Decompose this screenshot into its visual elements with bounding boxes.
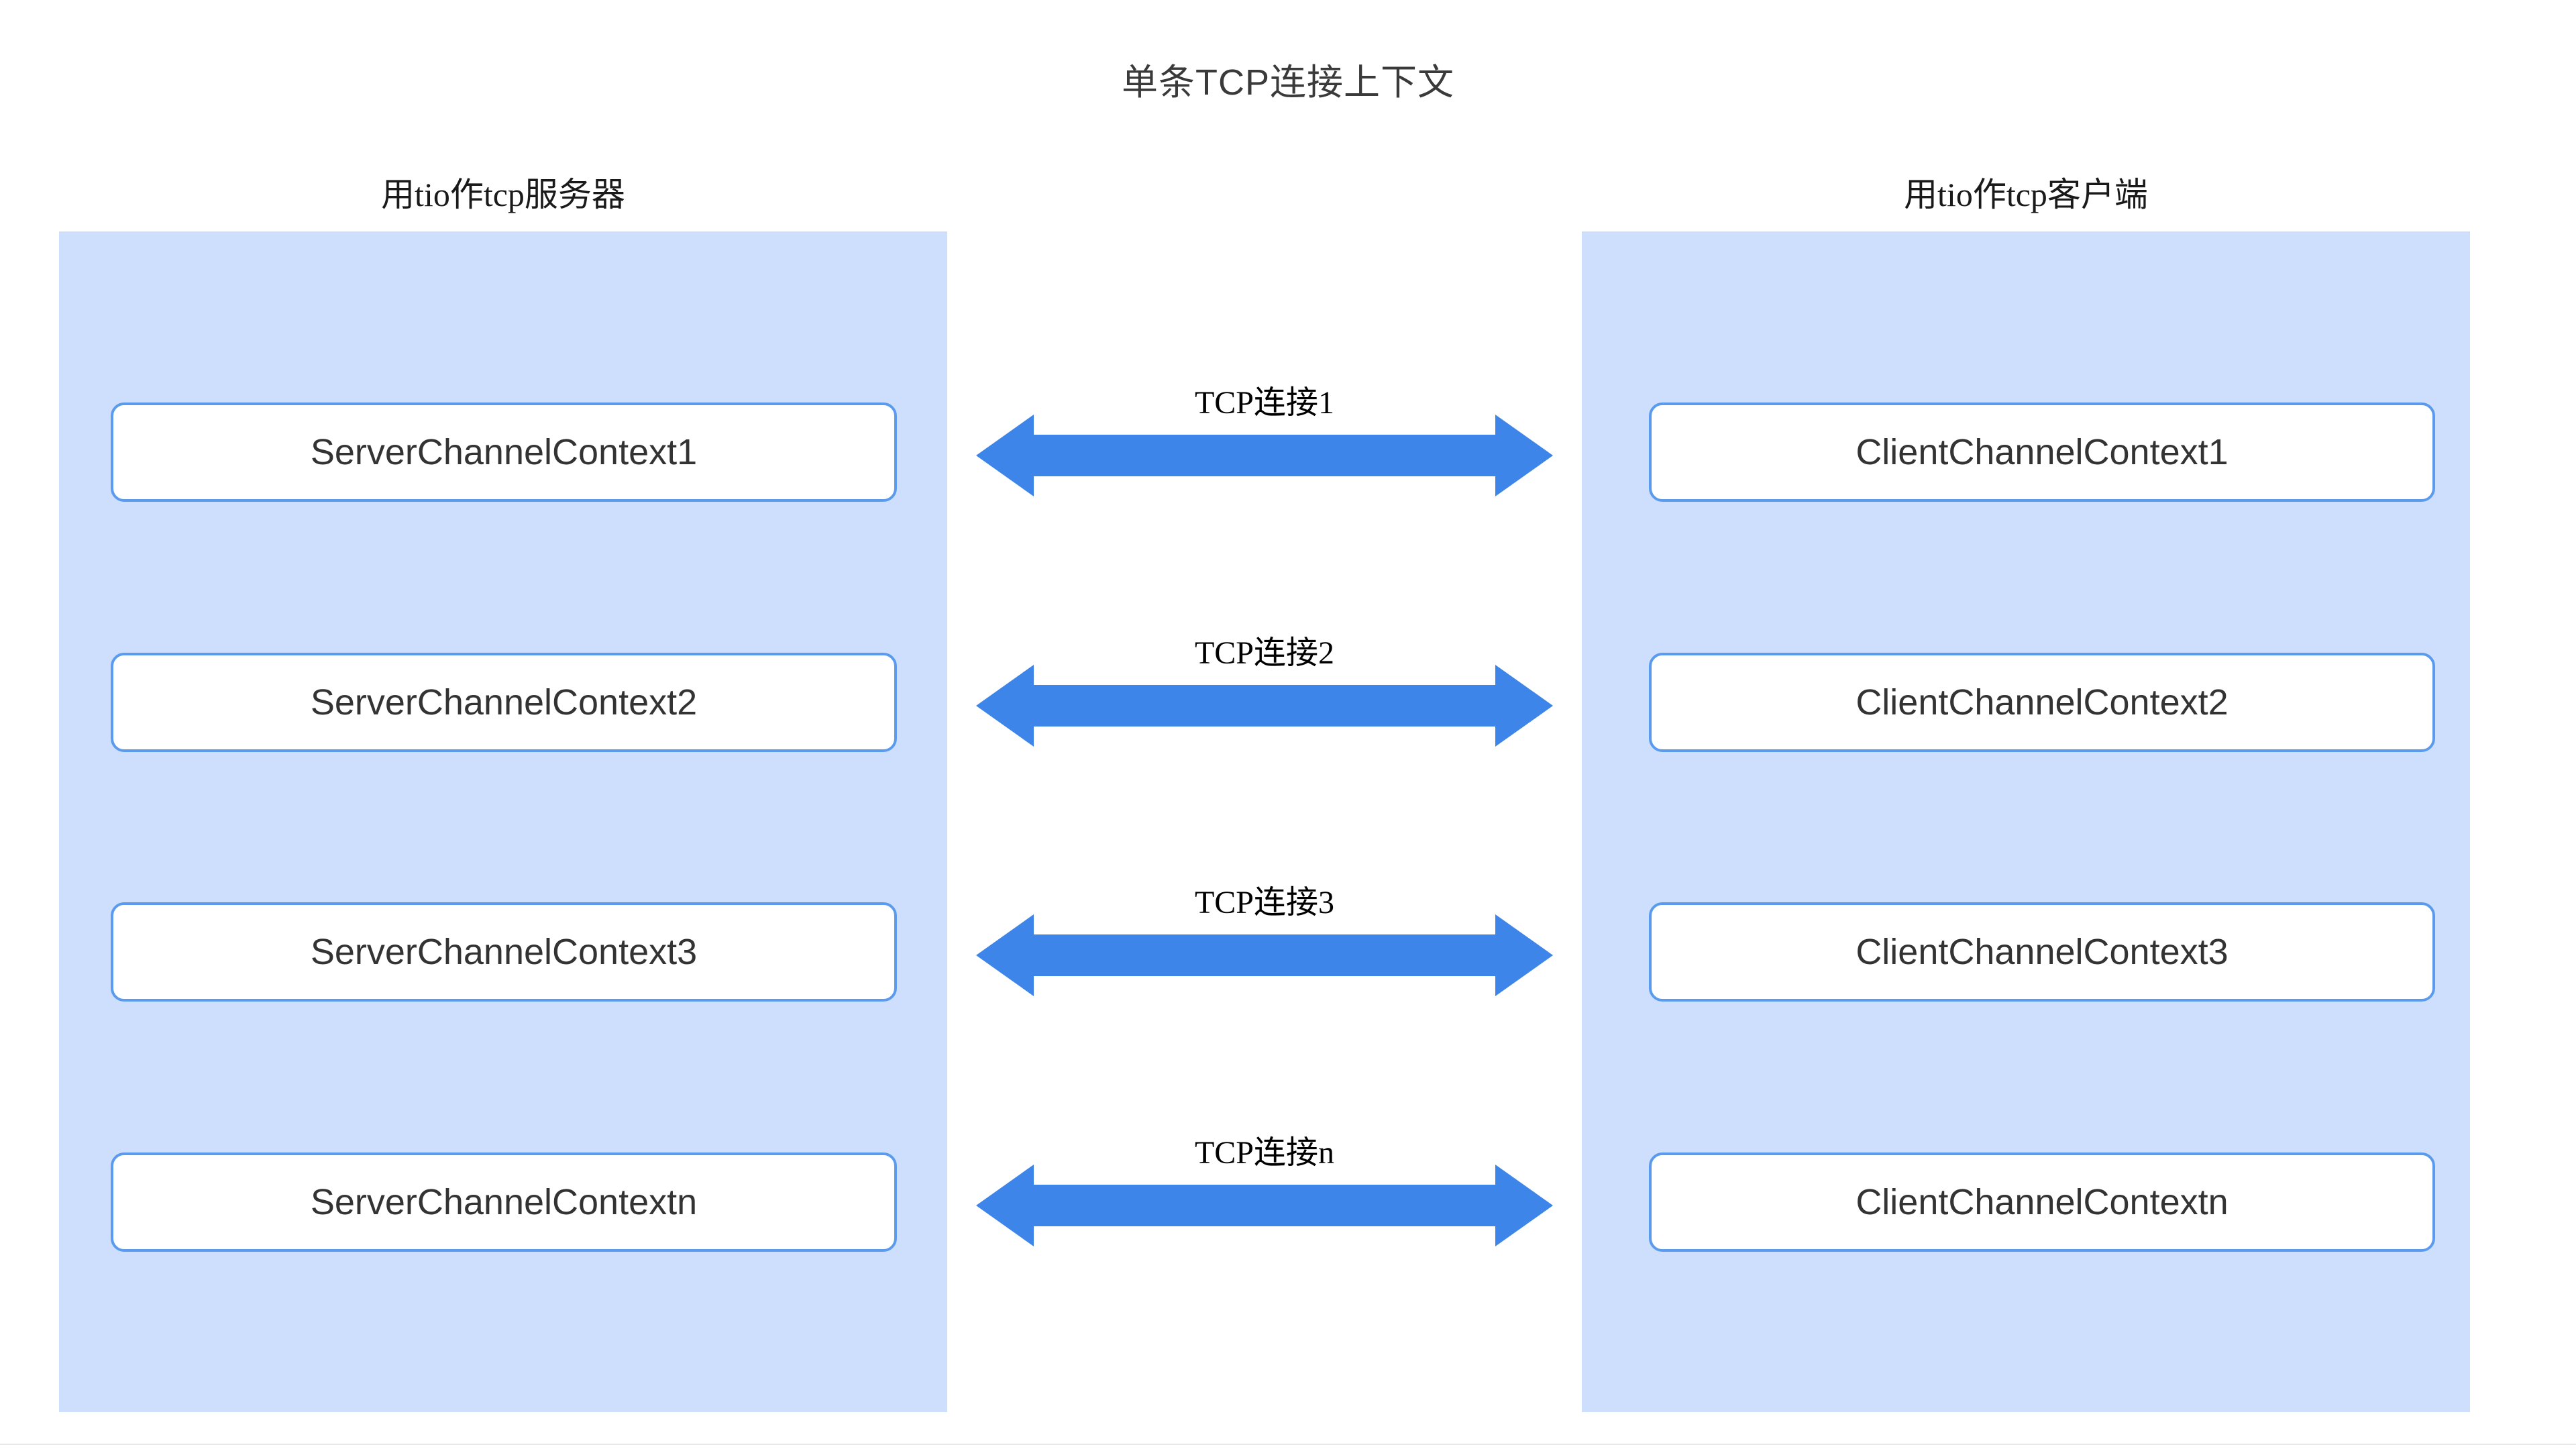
client-context-label-3: ClientChannelContext3 xyxy=(1856,932,2229,972)
connection-label-1: TCP连接1 xyxy=(1194,385,1335,421)
client-context-label-2: ClientChannelContext2 xyxy=(1856,682,2229,722)
client-context-box-3[interactable]: ClientChannelContext3 xyxy=(1649,902,2435,1002)
connection-n: TCP连接n xyxy=(976,1126,1553,1260)
connection-2: TCP连接2 xyxy=(976,626,1553,760)
connection-label-2: TCP连接2 xyxy=(1194,635,1335,671)
server-context-label-n: ServerChannelContextn xyxy=(310,1182,698,1222)
double-arrow-icon xyxy=(976,1165,1553,1246)
client-context-box-2[interactable]: ClientChannelContext2 xyxy=(1649,653,2435,752)
connection-3: TCP连接3 xyxy=(976,875,1553,1010)
client-context-label-n: ClientChannelContextn xyxy=(1856,1182,2229,1222)
server-context-label-3: ServerChannelContext3 xyxy=(310,932,698,972)
page-bottom-edge xyxy=(0,1444,2576,1445)
right-column-header: 用tio作tcp客户端 xyxy=(1904,176,2148,213)
client-context-box-n[interactable]: ClientChannelContextn xyxy=(1649,1152,2435,1252)
connection-label-3: TCP连接3 xyxy=(1194,885,1335,920)
client-context-label-1: ClientChannelContext1 xyxy=(1856,432,2229,472)
double-arrow-icon xyxy=(976,415,1553,496)
server-context-box-3[interactable]: ServerChannelContext3 xyxy=(111,902,897,1002)
double-arrow-icon xyxy=(976,665,1553,747)
server-context-box-n[interactable]: ServerChannelContextn xyxy=(111,1152,897,1252)
server-panel: ServerChannelContext1 ServerChannelConte… xyxy=(59,231,947,1412)
double-arrow-icon xyxy=(976,914,1553,996)
client-panel: ClientChannelContext1 ClientChannelConte… xyxy=(1582,231,2470,1412)
connection-label-n: TCP连接n xyxy=(1194,1135,1335,1171)
page-title: 单条TCP连接上下文 xyxy=(1122,62,1454,103)
connection-1: TCP连接1 xyxy=(976,376,1553,510)
server-context-label-1: ServerChannelContext1 xyxy=(310,432,698,472)
client-context-box-1[interactable]: ClientChannelContext1 xyxy=(1649,402,2435,502)
left-column-header: 用tio作tcp服务器 xyxy=(381,176,625,213)
server-context-box-1[interactable]: ServerChannelContext1 xyxy=(111,402,897,502)
server-context-box-2[interactable]: ServerChannelContext2 xyxy=(111,653,897,752)
server-context-label-2: ServerChannelContext2 xyxy=(310,682,698,722)
